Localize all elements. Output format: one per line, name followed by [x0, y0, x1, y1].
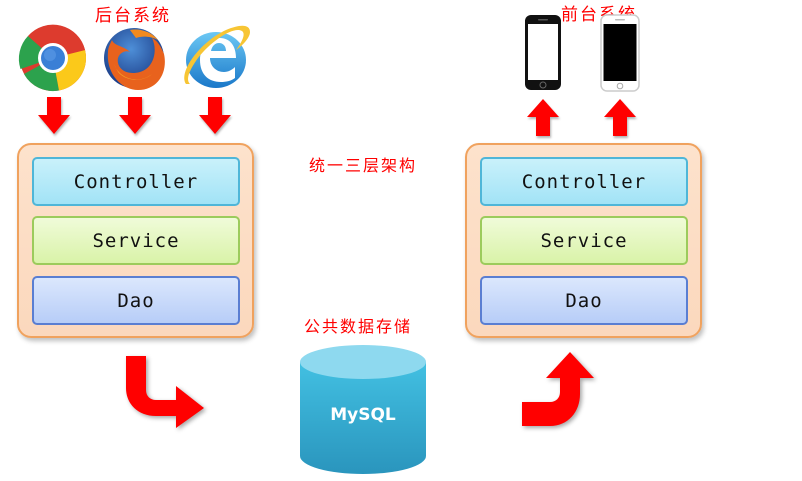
curved-arrow-from-database: [522, 352, 594, 426]
backend-title: 后台系统: [95, 6, 171, 26]
down-arrow-ie: [199, 97, 231, 134]
database-cylinder-icon: [300, 345, 426, 474]
up-arrow-phone-black: [527, 99, 559, 136]
backend-dao-layer: Dao: [32, 276, 240, 325]
backend-layer-stack: Controller Service Dao: [17, 143, 254, 338]
frontend-controller-layer: Controller: [480, 157, 688, 206]
firefox-icon: [104, 28, 165, 90]
down-arrow-firefox: [119, 97, 151, 134]
up-arrow-phone-white: [604, 99, 636, 136]
phone-black-icon: [525, 15, 561, 90]
frontend-service-layer: Service: [480, 216, 688, 265]
frontend-layer-stack: Controller Service Dao: [465, 143, 702, 338]
down-arrow-chrome: [38, 97, 70, 134]
storage-label: 公共数据存储: [304, 317, 413, 336]
phone-white-icon: [600, 14, 640, 92]
frontend-dao-layer: Dao: [480, 276, 688, 325]
ie-icon: [184, 25, 250, 88]
backend-service-layer: Service: [32, 216, 240, 265]
architecture-label: 统一三层架构: [309, 156, 418, 175]
curved-arrow-to-database: [126, 356, 204, 428]
chrome-icon: [18, 24, 86, 92]
database-label: MySQL: [330, 405, 396, 425]
backend-controller-layer: Controller: [32, 157, 240, 206]
